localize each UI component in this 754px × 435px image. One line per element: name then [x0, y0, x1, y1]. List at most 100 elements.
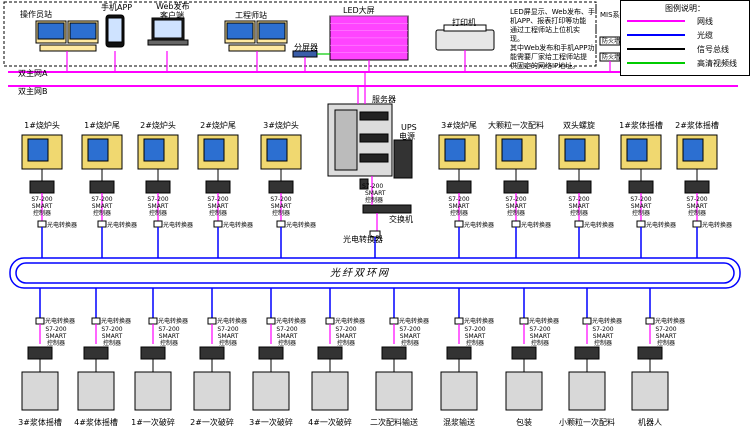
- upper-equipment-panel: [501, 138, 523, 162]
- function-note: LED屏显示、Web发布、手 机APP、报表打印等功能 通过工程师站上位机实 现…: [510, 8, 606, 71]
- lower-plc-l2: SMART: [464, 333, 486, 340]
- lower-converter: [35, 317, 45, 325]
- operator-monitor-screen: [37, 22, 65, 40]
- upper-equipment-panel: [682, 138, 704, 162]
- upper-equipment-panel: [27, 138, 49, 162]
- upper-plc-l1: S7-200: [505, 196, 527, 203]
- upper-station-label: 1#烧炉尾: [84, 121, 120, 130]
- server-door: [334, 109, 358, 171]
- upper-plc-l1: S7-200: [270, 196, 292, 203]
- lower-equipment: [77, 371, 115, 411]
- lower-plc-l3: 控制器: [218, 340, 238, 347]
- legend-label: 信号总线: [697, 45, 729, 54]
- upper-plc-l2: SMART: [448, 203, 470, 210]
- printer-label: 打印机: [452, 18, 476, 27]
- upper-converter-label: 光电转换器: [645, 222, 677, 229]
- lower-plc-l2: SMART: [101, 333, 123, 340]
- lower-equipment: [21, 371, 59, 411]
- upper-station-label: 2#浆体摇槽: [675, 121, 719, 130]
- lower-plc-l3: 控制器: [400, 340, 420, 347]
- lower-plc: [258, 346, 284, 360]
- upper-plc-l3: 控制器: [32, 210, 52, 217]
- upper-plc-l1: S7-200: [448, 196, 470, 203]
- lower-equipment: [193, 371, 231, 411]
- engineer-monitor-keyboard: [228, 44, 286, 52]
- upper-plc-l3: 控制器: [271, 210, 291, 217]
- upper-plc: [503, 180, 529, 194]
- lower-station-label: 4#浆体摇槽: [74, 418, 118, 427]
- legend: 图例说明： 网线 光缆 信号总线 高清视频线: [620, 0, 750, 76]
- lower-plc-l3: 控制器: [656, 340, 676, 347]
- legend-label: 网线: [697, 17, 713, 26]
- legend-swatch: [627, 48, 685, 50]
- core-switch-label: 交换机: [389, 215, 413, 224]
- lower-converter-label: 光电转换器: [157, 318, 189, 325]
- upper-station-label: 1#浆体摇槽: [619, 121, 663, 130]
- upper-converter-label: 光电转换器: [583, 222, 615, 229]
- upper-plc-l3: 控制器: [148, 210, 168, 217]
- upper-plc-l1: S7-200: [31, 196, 53, 203]
- lower-plc-l3: 控制器: [336, 340, 356, 347]
- lower-equipment: [568, 371, 606, 411]
- mobile-screen: [107, 17, 123, 43]
- mis-system-label: MIS系统: [600, 11, 627, 19]
- lower-converter-label: 光电转换器: [100, 318, 132, 325]
- legend-label: 高清视频线: [697, 59, 737, 68]
- lower-plc-l1: S7-200: [655, 326, 677, 333]
- operator-monitor-screen-2: [69, 22, 97, 40]
- firewall-2-label: 防火墙: [602, 54, 621, 61]
- lower-station-label: 1#一次破碎: [131, 418, 175, 427]
- upper-plc-l2: SMART: [505, 203, 527, 210]
- core-plc-smart: SMART: [365, 190, 386, 197]
- upper-plc: [205, 180, 231, 194]
- lower-plc-l3: 控制器: [465, 340, 485, 347]
- upper-plc-l3: 控制器: [208, 210, 228, 217]
- lower-plc-l2: SMART: [217, 333, 239, 340]
- upper-plc-l2: SMART: [270, 203, 292, 210]
- led-screen-label: LED大屏: [343, 6, 375, 15]
- lower-station-label: 4#一次破碎: [308, 418, 352, 427]
- upper-station-label: 双头螺旋: [563, 121, 595, 130]
- lower-equipment: [505, 371, 543, 411]
- lower-converter-label: 光电转换器: [334, 318, 366, 325]
- core-plc-title: S7-200: [362, 183, 384, 190]
- lower-plc-l2: SMART: [158, 333, 180, 340]
- lower-plc-l3: 控制器: [593, 340, 613, 347]
- printer-paper: [443, 24, 487, 32]
- upper-equipment-panel: [564, 138, 586, 162]
- lower-converter-label: 光电转换器: [216, 318, 248, 325]
- upper-station-label: 2#烧炉头: [140, 121, 176, 130]
- lower-plc-l2: SMART: [45, 333, 67, 340]
- upper-plc-l1: S7-200: [568, 196, 590, 203]
- lower-equipment: [134, 371, 172, 411]
- upper-plc: [446, 180, 472, 194]
- upper-equipment-panel: [143, 138, 165, 162]
- lower-plc: [446, 346, 472, 360]
- upper-converter: [97, 220, 107, 228]
- lower-plc-l2: SMART: [592, 333, 614, 340]
- lower-plc-l1: S7-200: [464, 326, 486, 333]
- lower-plc-l3: 控制器: [277, 340, 297, 347]
- ups-sub-label: 电源: [399, 132, 415, 141]
- lower-converter: [519, 317, 529, 325]
- ups-label: UPS: [401, 123, 417, 132]
- upper-plc-l2: SMART: [147, 203, 169, 210]
- upper-station-label: 2#烧炉尾: [200, 121, 236, 130]
- lower-station-label: 3#浆体摇槽: [18, 418, 62, 427]
- server-unit: [359, 111, 389, 121]
- lower-plc-l1: S7-200: [399, 326, 421, 333]
- upper-converter-label: 光电转换器: [46, 222, 78, 229]
- legend-item-network: 网线: [627, 15, 753, 27]
- upper-plc-l3: 控制器: [449, 210, 469, 217]
- upper-station-label: 1#烧炉头: [24, 121, 60, 130]
- upper-station-label: 3#烧炉头: [263, 121, 299, 130]
- splitter-label: 分屏器: [294, 43, 318, 52]
- legend-item-signal-bus: 信号总线: [627, 43, 753, 55]
- lower-converter: [325, 317, 335, 325]
- lower-converter-label: 光电转换器: [463, 318, 495, 325]
- lower-plc-l1: S7-200: [592, 326, 614, 333]
- bus-b-label: 双主网B: [18, 87, 48, 96]
- legend-title: 图例说明：: [665, 4, 705, 13]
